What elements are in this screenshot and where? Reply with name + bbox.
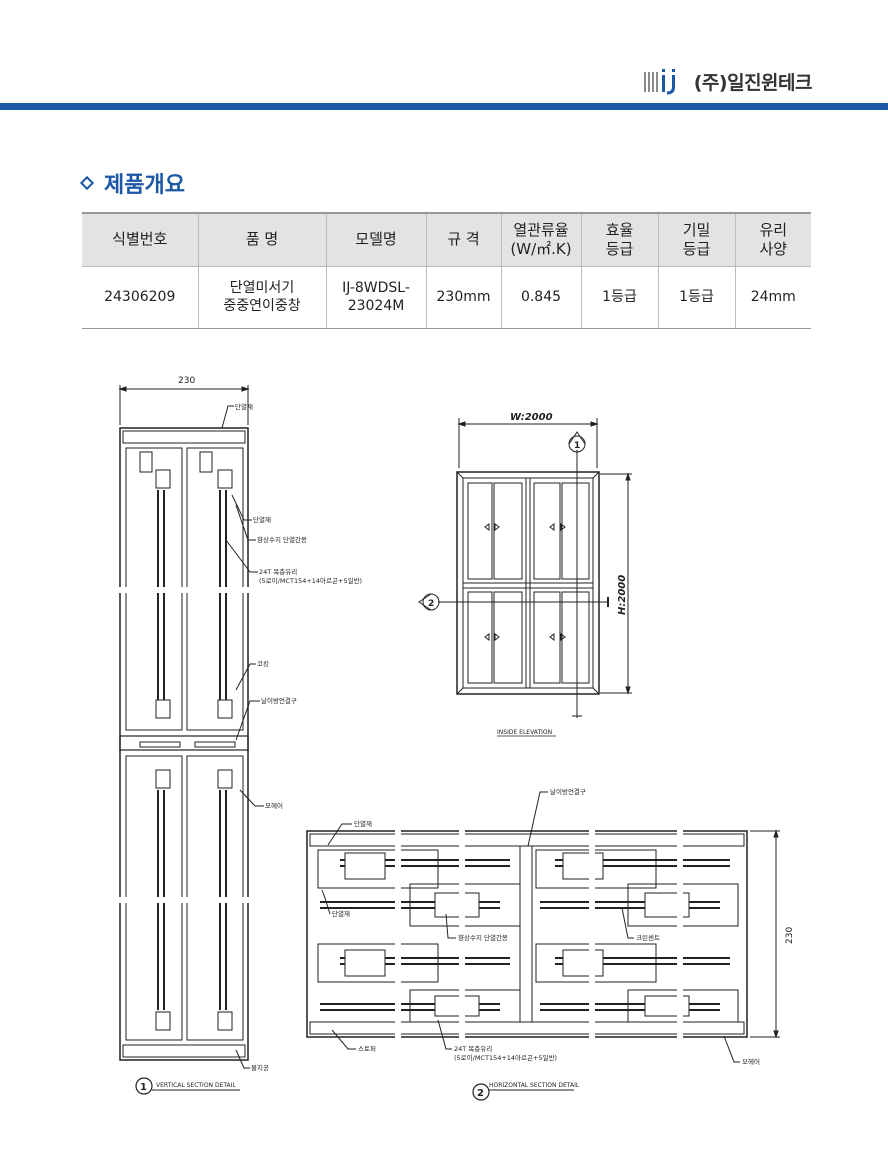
vertical-dim-label: 230: [178, 376, 195, 386]
technical-drawing: 230 단열재 단열재 향상수지 단열간봉 24T 복층유리 (5로이/MCT1…: [118, 376, 795, 1101]
vertical-label-6: 코킹: [257, 660, 269, 668]
horizontal-label-2: 날이방언결구: [550, 787, 586, 796]
header-efficiency-grade: 효율 등급: [581, 212, 659, 266]
vertical-section-drawing: [118, 385, 264, 1069]
vertical-label-8: 모헤어: [265, 801, 283, 810]
header-size: 규 격: [426, 212, 502, 266]
elevation-caption: INSIDE ELEVATION: [497, 729, 552, 736]
horizontal-label-9: 모헤어: [742, 1057, 760, 1066]
header-divider: [0, 103, 888, 110]
horizontal-label-6: 스토퍼: [358, 1044, 376, 1053]
elevation-width-label: W:2000: [510, 412, 553, 423]
vertical-label-1: 단열재: [235, 402, 253, 411]
brand: (주)일진윈테크: [642, 66, 813, 96]
vertical-label-2: 단열재: [253, 515, 271, 524]
table-header-row: 식별번호 품 명 모델명 규 격 열관류율 (W/㎡.K) 효율 등급 기밀 등…: [82, 212, 811, 266]
elevation-drawing: [418, 418, 632, 718]
cell-model: IJ-8WDSL- 23024M: [326, 265, 427, 329]
table-row: 24306209 단열미서기 중중연이중창 IJ-8WDSL- 23024M 2…: [82, 265, 811, 329]
header-id: 식별번호: [82, 212, 199, 266]
horizontal-label-4: 향상수지 단열간봉: [458, 933, 508, 942]
cell-size: 230mm: [426, 265, 502, 329]
vertical-caption-text: VERTICAL SECTION DETAIL: [156, 1082, 236, 1089]
horizontal-label-7: 24T 복층유리: [454, 1044, 492, 1053]
elevation-height-label: H:2000: [617, 575, 628, 615]
vertical-section-labels: 230 단열재 단열재 향상수지 단열간봉 24T 복층유리 (5로이/MCT1…: [178, 376, 362, 1072]
company-name: (주)일진윈테크: [693, 71, 813, 94]
vertical-label-9: 물지공: [251, 1063, 269, 1072]
horizontal-label-3: 단열재: [332, 909, 350, 918]
vertical-caption-number: 1: [140, 1082, 147, 1093]
horizontal-caption: 2 HORIZONTAL SECTION DETAIL: [472, 1082, 580, 1101]
header-airtight-grade: 기밀 등급: [658, 212, 736, 266]
elevation-labels: W:2000 H:2000 1 2 INSIDE ELEVATION: [428, 412, 628, 737]
section-heading: 제품개요: [79, 167, 185, 199]
diamond-bullet-icon: [79, 175, 95, 191]
horizontal-section-drawing: [306, 791, 780, 1063]
vertical-caption: 1 VERTICAL SECTION DETAIL: [135, 1077, 240, 1095]
horizontal-section-labels: 단열재 날이방언결구 단열재 향상수지 단열간봉 크린센트 스토퍼 24T 복층…: [332, 787, 795, 1066]
cell-airtight-grade: 1등급: [658, 265, 736, 329]
product-spec-table: 식별번호 품 명 모델명 규 격 열관류율 (W/㎡.K) 효율 등급 기밀 등…: [82, 212, 811, 329]
vertical-label-4: 24T 복층유리: [259, 567, 297, 576]
vertical-label-7: 날이방언결구: [261, 696, 297, 705]
header-u-value: 열관류율 (W/㎡.K): [501, 212, 582, 266]
vertical-label-3: 향상수지 단열간봉: [257, 535, 307, 544]
elevation-marker-2: 2: [428, 599, 434, 609]
cell-product-name: 단열미서기 중중연이중창: [198, 265, 327, 329]
header-glass-spec: 유리 사양: [735, 212, 811, 266]
horizontal-label-8: (5로이/MCT154+14아르곤+5일반): [454, 1053, 557, 1062]
vertical-label-5: (5로이/MCT154+14아르곤+5일반): [259, 576, 362, 585]
horizontal-label-5: 크린센트: [636, 933, 660, 942]
company-logo-icon: [643, 69, 675, 95]
horizontal-caption-text: HORIZONTAL SECTION DETAIL: [489, 1082, 580, 1089]
cell-glass-spec: 24mm: [735, 265, 811, 329]
horizontal-dim-label: 230: [785, 927, 795, 944]
cell-u-value: 0.845: [501, 265, 582, 329]
cell-id: 24306209: [82, 265, 199, 329]
elevation-marker-1: 1: [574, 441, 580, 451]
horizontal-caption-number: 2: [477, 1088, 484, 1099]
horizontal-label-1: 단열재: [354, 819, 372, 828]
cell-efficiency-grade: 1등급: [581, 265, 659, 329]
header-product-name: 품 명: [198, 212, 327, 266]
header-model: 모델명: [326, 212, 427, 266]
section-title: 제품개요: [104, 173, 185, 198]
